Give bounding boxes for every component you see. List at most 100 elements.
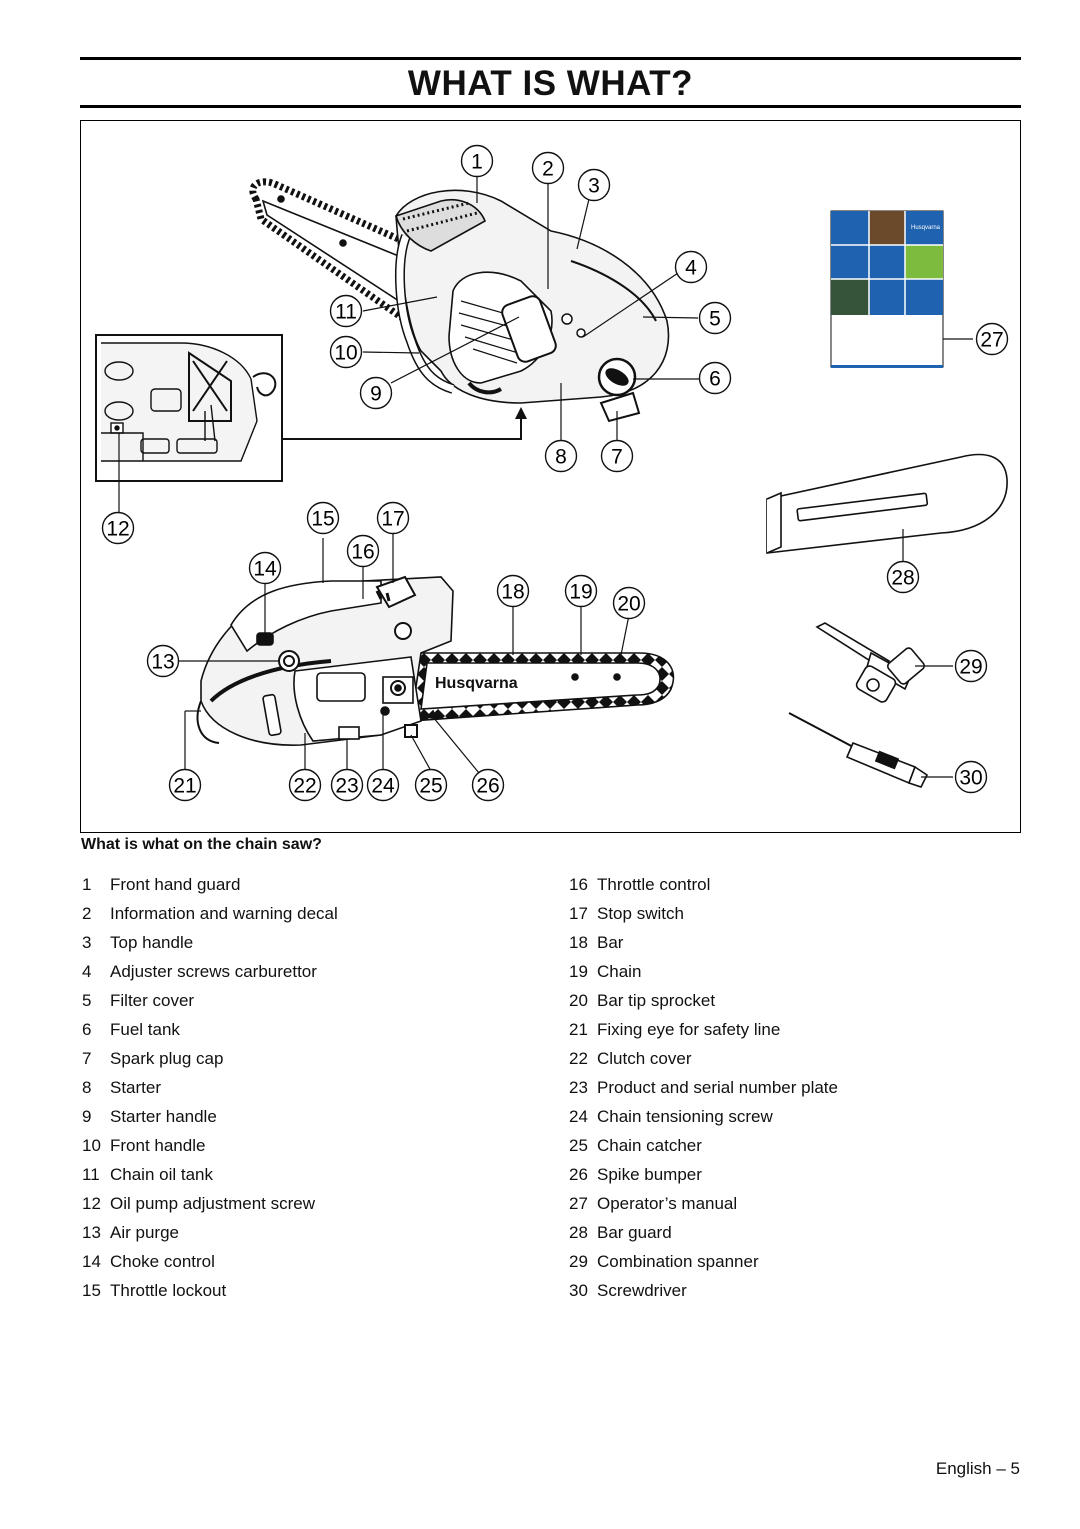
part-number: 22 — [569, 1049, 588, 1068]
callout-number: 14 — [253, 558, 277, 581]
callout-number: 23 — [335, 775, 358, 798]
callout-circle — [376, 501, 410, 535]
part-label: Filter cover — [110, 991, 195, 1010]
page-footer: English – 5 — [935, 1459, 1020, 1478]
part-number: 15 — [82, 1281, 101, 1300]
callout-number: 24 — [371, 775, 395, 798]
part-number: 27 — [569, 1194, 588, 1213]
callout-circle — [359, 376, 393, 410]
part-number: 8 — [82, 1078, 92, 1097]
callout-number: 30 — [959, 767, 982, 790]
callout-number: 21 — [173, 775, 196, 798]
callout-circle — [101, 511, 135, 545]
part-number: 3 — [82, 933, 92, 952]
part-number: 19 — [569, 962, 588, 981]
part-label: Spike bumper — [597, 1165, 702, 1184]
part-label: Combination spanner — [597, 1252, 759, 1271]
part-label: Operator’s manual — [597, 1194, 738, 1213]
callout-number: 4 — [685, 257, 697, 280]
callout-number: 11 — [335, 301, 357, 324]
callout-circle — [531, 151, 565, 185]
parts-list-item: 11 Chain oil tank — [82, 1163, 542, 1192]
callout-number: 22 — [293, 775, 316, 798]
title-rule-top — [80, 57, 1021, 60]
inset-arrowhead — [515, 407, 527, 419]
part-number: 12 — [82, 1194, 101, 1213]
part-label: Choke control — [110, 1252, 215, 1271]
part-label: Bar guard — [597, 1223, 672, 1242]
callout-number: 26 — [476, 775, 499, 798]
page-title: WHAT IS WHAT? — [407, 64, 694, 103]
parts-list-item: 19 Chain — [569, 960, 1019, 989]
callout-number: 3 — [588, 175, 600, 198]
section-heading: What is what on the chain saw? — [81, 836, 322, 853]
part-label: Information and warning decal — [110, 904, 338, 923]
callout-circle — [886, 560, 920, 594]
parts-list-item: 23 Product and serial number plate — [569, 1076, 1019, 1105]
part-label: Fuel tank — [110, 1020, 180, 1039]
part-number: 4 — [82, 962, 92, 981]
callout-number: 7 — [611, 446, 623, 469]
part-number: 24 — [569, 1107, 588, 1126]
callout-number: 28 — [891, 567, 914, 590]
callout-circle — [600, 439, 634, 473]
parts-list-item: 8 Starter — [82, 1076, 542, 1105]
part-number: 29 — [569, 1252, 588, 1271]
part-number: 13 — [82, 1223, 101, 1242]
part-number: 20 — [569, 991, 588, 1010]
callout-number: 2 — [542, 158, 554, 181]
side-saw-illustration: Husqvarna — [196, 575, 675, 746]
part-label: Oil pump adjustment screw — [110, 1194, 316, 1213]
callout-circle — [414, 768, 448, 802]
callout-circle — [471, 768, 505, 802]
part-label: Chain — [597, 962, 642, 981]
parts-list-item: 29 Combination spanner — [569, 1250, 1019, 1279]
oil-pump-inset — [95, 334, 283, 482]
callout-circle — [306, 501, 340, 535]
part-number: 30 — [569, 1281, 588, 1300]
callout-number: 13 — [151, 651, 174, 674]
parts-list-item: 27 Operator’s manual — [569, 1192, 1019, 1221]
callout-circle — [329, 335, 363, 369]
part-label: Product and serial number plate — [597, 1078, 838, 1097]
callout-circle — [612, 586, 646, 620]
part-label: Clutch cover — [597, 1049, 692, 1068]
callout-circle — [496, 574, 530, 608]
part-label: Starter — [110, 1078, 162, 1097]
parts-list-item: 22 Clutch cover — [569, 1047, 1019, 1076]
callout-number: 27 — [980, 329, 1003, 352]
callout-circle — [366, 768, 400, 802]
part-number: 23 — [569, 1078, 588, 1097]
part-number: 25 — [569, 1136, 588, 1155]
callout-number: 1 — [471, 151, 483, 174]
part-label: Chain oil tank — [110, 1165, 214, 1184]
parts-list-item: 30 Screwdriver — [569, 1279, 1019, 1308]
callout-number: 25 — [419, 775, 442, 798]
callout-circle — [698, 361, 732, 395]
part-number: 26 — [569, 1165, 588, 1184]
operators-manual-illustration: Husqvarna — [830, 210, 944, 368]
part-label: Screwdriver — [597, 1281, 687, 1300]
callout-circle — [146, 644, 180, 678]
callout-circle — [544, 439, 578, 473]
callout-number: 6 — [709, 368, 721, 391]
parts-list-item: 26 Spike bumper — [569, 1163, 1019, 1192]
combination-spanner-illustration — [815, 622, 926, 703]
manual-cover-brand: Husqvarna — [911, 225, 941, 231]
part-number: 18 — [569, 933, 588, 952]
callout-number: 19 — [569, 581, 592, 604]
part-number: 11 — [82, 1165, 100, 1184]
callout-number: 8 — [555, 446, 567, 469]
